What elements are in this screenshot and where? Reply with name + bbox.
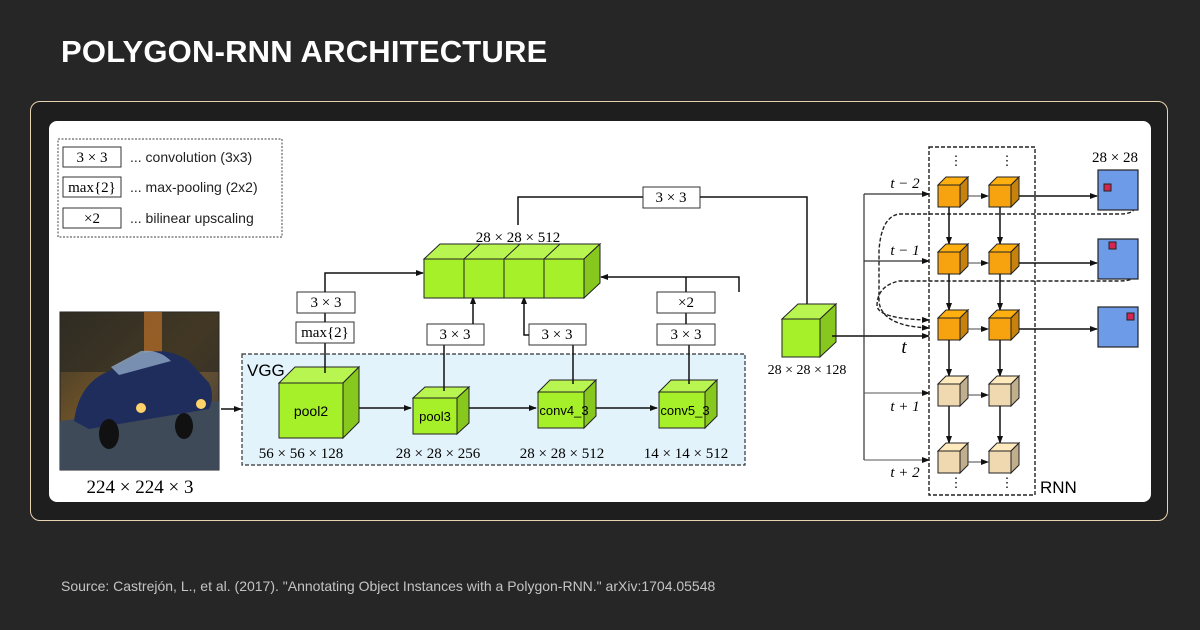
legend-symbol-conv: 3 × 3: [77, 150, 108, 166]
ellipsis: ⋮: [1001, 475, 1014, 490]
output-grid: [1097, 238, 1139, 280]
op-maxpool: max{2}: [301, 325, 349, 341]
rnn-cell: [987, 441, 1021, 475]
op-conv: 3 × 3: [440, 327, 471, 343]
cube-pool2: [277, 365, 361, 440]
vgg-block-name: pool3: [419, 409, 451, 424]
concat-dims: 28 × 28 × 512: [476, 230, 560, 246]
vgg-block-name: pool2: [294, 403, 328, 419]
input-dims: 224 × 224 × 3: [87, 477, 194, 498]
rnn-cells: [936, 175, 1098, 475]
op-conv: 3 × 3: [311, 295, 342, 311]
concat-block: [422, 242, 602, 300]
vgg-block-dims: 56 × 56 × 128: [259, 446, 343, 462]
ellipsis: ⋮: [950, 475, 963, 490]
output-grid: [1097, 169, 1139, 211]
legend-desc-conv: ... convolution (3x3): [130, 149, 252, 165]
rnn-cell: [987, 374, 1021, 408]
legend-symbol-upscale: ×2: [84, 211, 100, 227]
rnn-cell: [936, 374, 970, 408]
op-conv-top: 3 × 3: [656, 190, 687, 206]
cube-pool3: [411, 385, 471, 436]
polygon-vertex: [1126, 312, 1135, 321]
page-title: POLYGON-RNN ARCHITECTURE: [61, 34, 548, 69]
rnn-cell: [987, 175, 1021, 209]
vgg-label: VGG: [247, 361, 285, 380]
feature-dims: 28 × 28 × 128: [768, 363, 847, 378]
legend: 3 × 3 ... convolution (3x3) max{2} ... m…: [57, 138, 283, 238]
vgg-block-dims: 14 × 14 × 512: [644, 446, 728, 462]
timestep-label: t + 1: [890, 399, 919, 415]
polygon-vertex: [1103, 183, 1112, 192]
op-upscale: ×2: [678, 295, 694, 311]
source-citation: Source: Castrejón, L., et al. (2017). "A…: [61, 578, 716, 594]
feature-cube: [780, 302, 838, 359]
polygon-vertex: [1108, 241, 1117, 250]
op-conv: 3 × 3: [671, 327, 702, 343]
output-grid: [1097, 306, 1139, 348]
cube-conv5-3: [657, 378, 719, 430]
vgg-block-name: conv5_3: [660, 403, 709, 418]
rnn-cell: [936, 242, 970, 276]
timestep-label: t − 2: [890, 176, 920, 192]
architecture-diagram: 3 × 3 ... convolution (3x3) max{2} ... m…: [57, 138, 1139, 498]
ellipsis: ⋮: [1001, 153, 1014, 168]
rnn-cell: [936, 441, 970, 475]
output-grids: [1097, 169, 1139, 348]
op-conv: 3 × 3: [542, 327, 573, 343]
rnn-cell: [936, 308, 970, 342]
timestep-label: t: [901, 337, 907, 358]
vgg-block-dims: 28 × 28 × 512: [520, 446, 604, 462]
timestep-label: t − 1: [890, 243, 919, 259]
rnn-cell: [936, 175, 970, 209]
diagram-canvas: 3 × 3 ... convolution (3x3) max{2} ... m…: [49, 121, 1151, 502]
ellipsis: ⋮: [950, 153, 963, 168]
legend-desc-upscale: ... bilinear upscaling: [130, 210, 254, 226]
output-dims: 28 × 28: [1092, 150, 1138, 166]
vgg-block-name: conv4_3: [539, 403, 588, 418]
vgg-block-dims: 28 × 28 × 256: [396, 446, 481, 462]
rnn-cell: [987, 242, 1021, 276]
rnn-label: RNN: [1040, 478, 1077, 497]
rnn-cell: [987, 308, 1021, 342]
timestep-label: t + 2: [890, 465, 920, 481]
cube-conv4-3: [536, 378, 598, 430]
legend-desc-maxpool: ... max-pooling (2x2): [130, 179, 258, 195]
legend-symbol-maxpool: max{2}: [68, 180, 116, 196]
input-image: [59, 311, 220, 471]
